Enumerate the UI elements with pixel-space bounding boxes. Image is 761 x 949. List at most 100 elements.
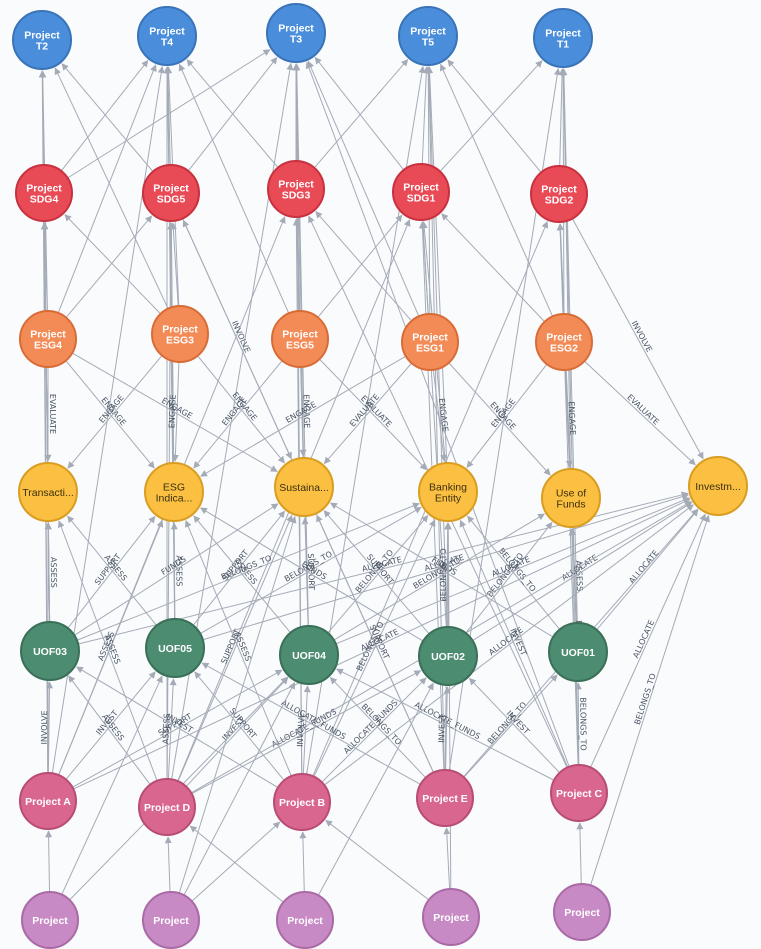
node-uof01[interactable]: UOF01	[548, 622, 608, 682]
edge-pb-uof04[interactable]	[302, 685, 311, 775]
node-circle[interactable]	[533, 8, 593, 68]
edge-pe-uof05[interactable]	[201, 662, 421, 785]
edge-esg4-t4[interactable]	[57, 64, 157, 314]
node-circle[interactable]	[535, 313, 593, 371]
edge-pa-uof03[interactable]	[46, 681, 54, 774]
edge-g3-pd[interactable]	[189, 825, 284, 903]
node-g1[interactable]: Project	[21, 891, 79, 949]
node-circle[interactable]	[279, 625, 339, 685]
node-pe[interactable]: Project E	[416, 769, 474, 827]
node-circle[interactable]	[142, 891, 200, 949]
node-circle[interactable]	[145, 618, 205, 678]
edge-esg3-sdg5[interactable]	[169, 222, 179, 307]
edge-esg5-t4[interactable]	[178, 63, 290, 314]
edge-esg1-uofnode[interactable]	[448, 362, 551, 476]
node-g4[interactable]: Project	[422, 888, 480, 946]
edge-g1-pa[interactable]	[45, 830, 53, 893]
node-circle[interactable]	[418, 626, 478, 686]
edge-esg5-sdg1[interactable]	[317, 214, 403, 318]
edge-pd-uof03[interactable]	[68, 675, 151, 785]
node-uof04[interactable]: UOF04	[279, 625, 339, 685]
edge-sdg2-t1[interactable]	[558, 68, 566, 167]
edge-bank-t5[interactable]	[426, 66, 448, 464]
node-circle[interactable]	[548, 622, 608, 682]
edge-uof03-trans[interactable]	[44, 522, 52, 623]
edge-sdg2-invest[interactable]	[571, 218, 704, 460]
edge-pa-esgind[interactable]	[58, 520, 164, 776]
edge-sdg3-t5[interactable]	[313, 58, 409, 169]
edge-esg2-bank[interactable]	[466, 363, 548, 469]
edge-sdg1-t1[interactable]	[439, 60, 543, 172]
edge-esg3-esgind[interactable]	[171, 361, 180, 462]
edge-pc-uof02[interactable]	[468, 677, 561, 774]
node-circle[interactable]	[144, 462, 204, 522]
node-g5[interactable]: Project	[553, 883, 611, 941]
edge-uof04-uofnode[interactable]	[333, 513, 546, 641]
node-invest[interactable]: Investm...	[688, 456, 748, 516]
edge-pa-uof05[interactable]	[65, 671, 156, 780]
edge-esg1-esgind[interactable]	[200, 355, 407, 477]
edge-g5-pc[interactable]	[576, 822, 584, 885]
node-uof05[interactable]: UOF05	[145, 618, 205, 678]
node-circle[interactable]	[416, 769, 474, 827]
node-circle[interactable]	[541, 468, 601, 528]
edge-esg2-invest[interactable]	[584, 360, 696, 466]
edge-pb-invest[interactable]	[323, 504, 694, 786]
edge-pa-invest[interactable]	[73, 498, 691, 790]
edge-g2-pd[interactable]	[164, 836, 172, 893]
edge-g2-sust[interactable]	[178, 515, 297, 894]
edge-esg4-sust[interactable]	[71, 352, 278, 472]
edge-uof02-sust[interactable]	[323, 510, 430, 635]
node-circle[interactable]	[553, 883, 611, 941]
node-circle[interactable]	[688, 456, 748, 516]
node-pd[interactable]: Project D	[138, 778, 196, 836]
edge-sdg4-t4[interactable]	[60, 59, 149, 172]
edge-uof02-sdg1[interactable]	[419, 221, 447, 628]
edge-esg1-sust[interactable]	[323, 362, 413, 465]
node-circle[interactable]	[19, 310, 77, 368]
edge-uof02-esgind[interactable]	[199, 507, 424, 642]
node-sust[interactable]: Sustaina...	[274, 457, 334, 517]
edge-pc-invest[interactable]	[590, 513, 706, 768]
edge-esg5-bank[interactable]	[319, 358, 427, 471]
node-uof02[interactable]: UOF02	[418, 626, 478, 686]
edge-uof01-bank[interactable]	[467, 515, 561, 630]
edge-esg4-sdg4[interactable]	[41, 222, 49, 312]
edge-uof05-trans[interactable]	[67, 515, 158, 626]
edge-pe-uof04[interactable]	[329, 676, 427, 779]
edge-uof01-sust[interactable]	[329, 502, 554, 638]
edge-esg4-sdg5[interactable]	[65, 215, 153, 318]
node-circle[interactable]	[273, 773, 331, 831]
edge-g3-uof02[interactable]	[317, 682, 434, 896]
edge-uof02-invest[interactable]	[472, 502, 693, 641]
edge-uof03-esgind[interactable]	[67, 515, 156, 629]
edge-uof03-sust[interactable]	[74, 503, 279, 636]
node-circle[interactable]	[15, 164, 73, 222]
node-circle[interactable]	[276, 891, 334, 949]
edge-pb-uof03[interactable]	[75, 666, 279, 789]
node-circle[interactable]	[137, 6, 197, 66]
edge-uof03-bank[interactable]	[76, 502, 420, 641]
edge-g4-pe[interactable]	[443, 827, 451, 890]
edge-pa-uof04[interactable]	[72, 669, 283, 788]
edge-esg3-sdg4[interactable]	[64, 214, 161, 315]
edge-pe-uof01[interactable]	[463, 674, 558, 778]
edge-uof02-uofnode[interactable]	[465, 521, 553, 634]
edge-pc-t3[interactable]	[305, 61, 570, 767]
node-circle[interactable]	[21, 891, 79, 949]
edge-pb-bank[interactable]	[313, 519, 436, 777]
edge-pd-uof05[interactable]	[167, 678, 177, 780]
node-circle[interactable]	[550, 764, 608, 822]
edge-uof05-sust[interactable]	[192, 510, 286, 626]
edge-pd-uof02[interactable]	[191, 670, 422, 795]
edge-uof01-invest[interactable]	[596, 509, 699, 631]
edge-esg3-t2[interactable]	[54, 67, 169, 309]
